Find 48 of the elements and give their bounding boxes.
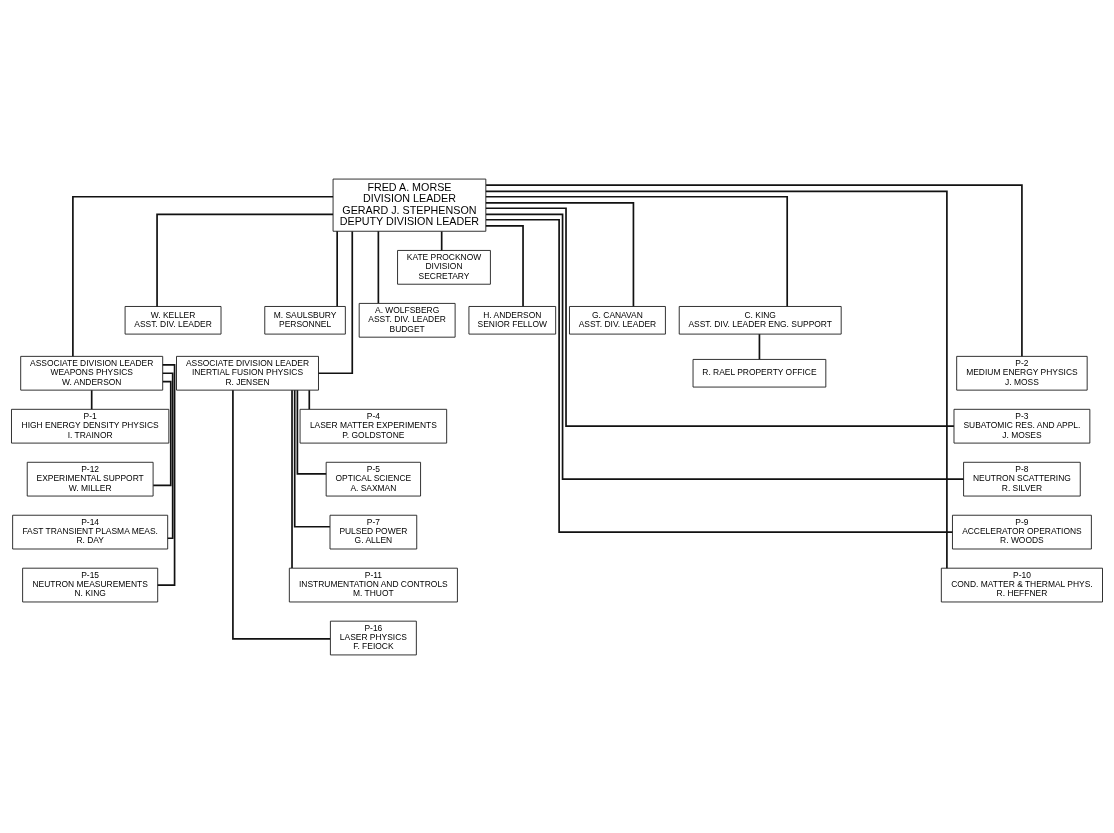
connector xyxy=(485,218,954,533)
node-box: C. KING ASST. DIV. LEADER ENG. SUPPORT xyxy=(678,305,842,335)
node-box: H. ANDERSON SENIOR FELLOW xyxy=(468,305,557,335)
connector xyxy=(377,229,380,304)
connector xyxy=(232,388,331,640)
connector xyxy=(485,224,524,307)
node-box: P-15 NEUTRON MEASUREMENTS N. KING xyxy=(22,567,159,602)
node-box: P-11 INSTRUMENTATION AND CONTROLS M. THUOT xyxy=(288,567,458,602)
node-box: W. KELLER ASST. DIV. LEADER xyxy=(124,305,222,335)
node-box: P-12 EXPERIMENTAL SUPPORT W. MILLER xyxy=(26,461,154,496)
node-box: G. CANAVAN ASST. DIV. LEADER xyxy=(569,305,666,335)
node-box: P-10 COND. MATTER & THERMAL PHYS. R. HEFFNER xyxy=(940,567,1103,602)
node-box: P-4 LASER MATTER EXPERIMENTS P. GOLDSTONE xyxy=(299,408,448,444)
node-box: A. WOLFSBERG ASST. DIV. LEADER BUDGET xyxy=(358,302,456,338)
connector xyxy=(72,195,334,357)
node-box: P-7 PULSED POWER G. ALLEN xyxy=(329,514,418,549)
node-box: P-5 OPTICAL SCIENCE A. SAXMAN xyxy=(325,461,422,496)
connector xyxy=(308,388,311,410)
connector xyxy=(291,388,293,569)
connector xyxy=(485,183,1023,357)
connector xyxy=(485,195,789,307)
node-box: P-9 ACCELERATOR OPERATIONS R. WOODS xyxy=(952,514,1092,549)
node-box: P-14 FAST TRANSIENT PLASMA MEAS. R. DAY xyxy=(12,514,169,549)
node-box: P-2 MEDIUM ENERGY PHYSICS J. MOSS xyxy=(956,355,1088,391)
connector xyxy=(485,190,948,569)
node-box: ASSOCIATE DIVISION LEADER WEAPONS PHYSICS W. ANDERSON xyxy=(20,355,164,391)
node-box: FRED A. MORSE DIVISION LEADER GERARD J. STEPHENSON DEPUTY DIVISION LEADER xyxy=(332,178,487,232)
connector xyxy=(758,332,761,360)
node-box: P-1 HIGH ENERGY DENSITY PHYSICS I. TRAINOR xyxy=(11,408,170,444)
node-box: P-8 NEUTRON SCATTERING R. SILVER xyxy=(963,461,1081,496)
connector xyxy=(293,388,331,528)
connector xyxy=(156,213,334,307)
connector xyxy=(336,229,338,307)
connector xyxy=(152,380,172,486)
connector xyxy=(440,230,443,251)
node-box: P-16 LASER PHYSICS F. FEIOCK xyxy=(329,620,417,655)
connector xyxy=(90,388,93,410)
node-box: ASSOCIATE DIVISION LEADER INERTIAL FUSION PHYSICS R. JENSEN xyxy=(176,355,319,391)
connector xyxy=(296,388,327,475)
connector xyxy=(161,371,174,539)
node-box: R. RAEL PROPERTY OFFICE xyxy=(692,358,827,388)
node-box: KATE PROCKNOW DIVISION SECRETARY xyxy=(397,249,491,285)
connector xyxy=(317,230,354,374)
connector xyxy=(485,213,965,480)
node-box: M. SAULSBURY PERSONNEL xyxy=(264,305,346,335)
node-box: P-3 SUBATOMIC RES. AND APPL. J. MOSES xyxy=(953,408,1091,444)
connector xyxy=(485,201,635,307)
connector xyxy=(485,206,955,427)
